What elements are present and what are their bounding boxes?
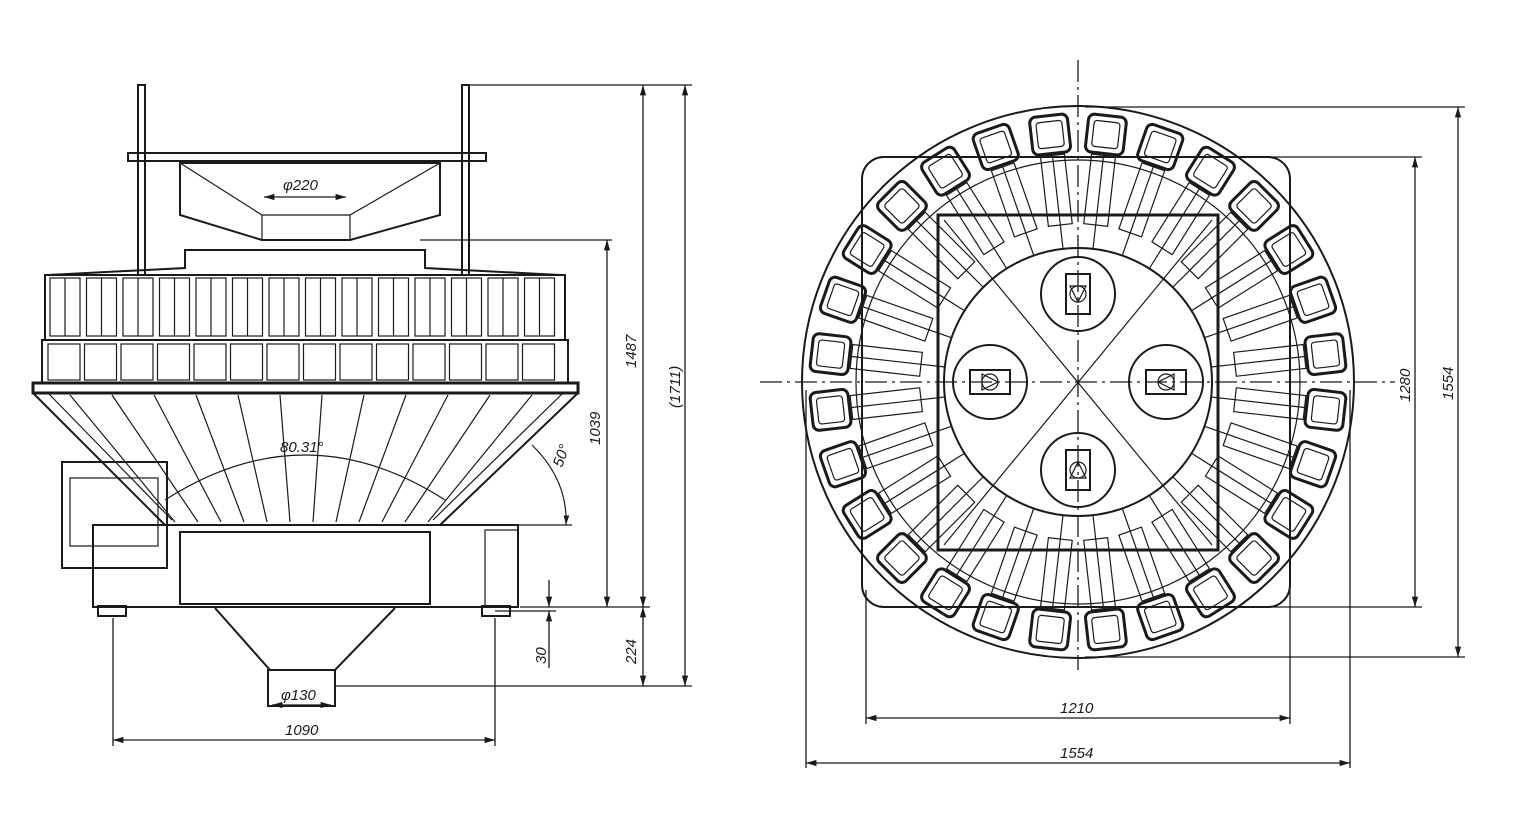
weigh-hopper (47, 343, 81, 381)
dim-top-hopper: φ220 (283, 177, 318, 194)
weigh-head (1028, 515, 1073, 652)
weigh-head (841, 452, 965, 540)
top-bar (127, 152, 487, 162)
weigh-head (1118, 122, 1185, 256)
dim-frame-width: 1210 (1060, 700, 1094, 717)
chute-rib (69, 394, 176, 523)
weigh-head (876, 180, 984, 288)
dim-base-width: 1090 (285, 722, 319, 739)
right-pole (461, 84, 470, 276)
chute-rib (427, 394, 533, 523)
dim-cone-angle: 80.31° (280, 439, 324, 456)
chute-rib (279, 394, 291, 523)
dim-outlet-height: 224 (623, 639, 640, 665)
chute-rib (111, 394, 199, 523)
weigh-head (1211, 332, 1348, 377)
weigh-head (1211, 387, 1348, 432)
base-panel (179, 531, 431, 605)
dim-side-angle: 50° (550, 442, 574, 469)
left-pole (137, 84, 146, 276)
weigh-head (920, 495, 1008, 619)
weigh-hopper (448, 343, 483, 381)
touch-screen (69, 477, 159, 547)
weigh-head (1172, 476, 1280, 584)
chute-rib (404, 394, 491, 523)
weigh-head (971, 508, 1038, 642)
weigh-head (1191, 224, 1315, 312)
weigh-hopper (266, 343, 300, 381)
dim-height-1487: 1487 (623, 334, 640, 368)
dim-outlet: φ130 (281, 687, 316, 704)
chute-rib (358, 394, 407, 523)
weigh-head (1148, 495, 1236, 619)
weigh-head (841, 224, 965, 312)
weigh-head (971, 122, 1038, 256)
dim-overall-depth: 1554 (1440, 367, 1457, 400)
weigh-head (1028, 112, 1073, 249)
weigh-hopper (120, 343, 154, 381)
weigh-head (1204, 275, 1338, 342)
weigh-hopper (83, 343, 118, 381)
chute-rib (312, 394, 323, 523)
weigh-head (876, 476, 984, 584)
platform (31, 381, 580, 395)
dispersion-cone (47, 249, 561, 276)
control-box (61, 461, 168, 569)
dim-overall-width: 1554 (1060, 745, 1093, 762)
top-feed-cone (179, 162, 441, 241)
dim-overall-height: (1711) (667, 366, 684, 408)
top-view: 1210 1554 1280 1554 (760, 60, 1465, 768)
base-frame (92, 524, 519, 608)
dim-frame-depth: 1280 (1397, 368, 1414, 402)
collecting-funnel (214, 607, 396, 671)
weigh-head (1172, 180, 1280, 288)
weigh-head (1148, 145, 1236, 269)
weigh-head (808, 332, 945, 377)
weigh-hopper (339, 343, 373, 381)
discharge-chute (32, 392, 579, 526)
weigh-head (1191, 452, 1315, 540)
weigh-head (818, 275, 952, 342)
weigh-head (818, 422, 952, 489)
weigh-hopper (521, 343, 556, 381)
weigh-head (808, 387, 945, 432)
weigh-hopper (485, 343, 519, 381)
weigh-hopper (193, 343, 227, 381)
dim-leg-clearance: 30 (533, 647, 550, 664)
front-view: φ220 80.31° 50° φ130 (31, 84, 692, 746)
weigh-head (920, 145, 1008, 269)
weigh-head (1118, 508, 1185, 642)
weigh-head (1204, 422, 1338, 489)
weigh-hopper (412, 343, 446, 381)
dim-platform-height: 1039 (587, 411, 604, 445)
weigh-hopper (302, 343, 337, 381)
weigh-hopper (156, 343, 191, 381)
chute-rib (153, 394, 222, 523)
chute-rib (237, 394, 268, 523)
weigh-head (1083, 112, 1128, 249)
chute-rib (335, 394, 365, 523)
weigh-head (1083, 515, 1128, 652)
weigh-hopper (375, 343, 410, 381)
chute-rib (381, 394, 449, 523)
chute-rib (195, 394, 245, 523)
foot-left (97, 605, 127, 617)
weigh-hopper (229, 343, 264, 381)
